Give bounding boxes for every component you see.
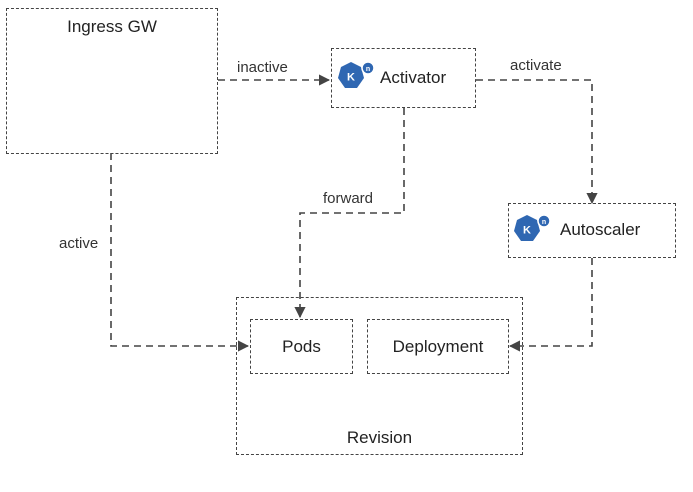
deployment-node: Deployment	[367, 319, 509, 374]
ingress-gateway-node: Ingress GW	[6, 8, 218, 154]
svg-text:n: n	[366, 66, 370, 73]
edge-label-active: active	[57, 235, 101, 252]
deployment-label: Deployment	[392, 337, 484, 356]
edge-scale	[508, 258, 593, 352]
edge-forward	[294, 108, 405, 319]
pods-node: Pods	[250, 319, 353, 374]
edge-label-activate: activate	[508, 57, 564, 74]
autoscaler-node: K n Autoscaler	[508, 203, 676, 258]
edge-activate	[476, 79, 598, 205]
ingress-gateway-label: Ingress GW	[67, 17, 157, 36]
pods-label: Pods	[282, 337, 321, 356]
revision-node: Revision	[236, 297, 523, 455]
edge-label-inactive: inactive	[235, 59, 290, 76]
activator-label: Activator	[380, 68, 447, 87]
knative-icon: K n	[514, 214, 551, 241]
edge-label-forward: forward	[321, 190, 376, 207]
svg-text:K: K	[523, 225, 531, 237]
activator-node: K n Activator	[331, 48, 476, 108]
svg-text:n: n	[542, 219, 546, 226]
autoscaler-label: Autoscaler	[560, 220, 641, 239]
revision-label: Revision	[346, 428, 413, 447]
svg-text:K: K	[347, 72, 355, 84]
edge-active	[110, 153, 250, 352]
knative-icon: K n	[338, 61, 375, 88]
